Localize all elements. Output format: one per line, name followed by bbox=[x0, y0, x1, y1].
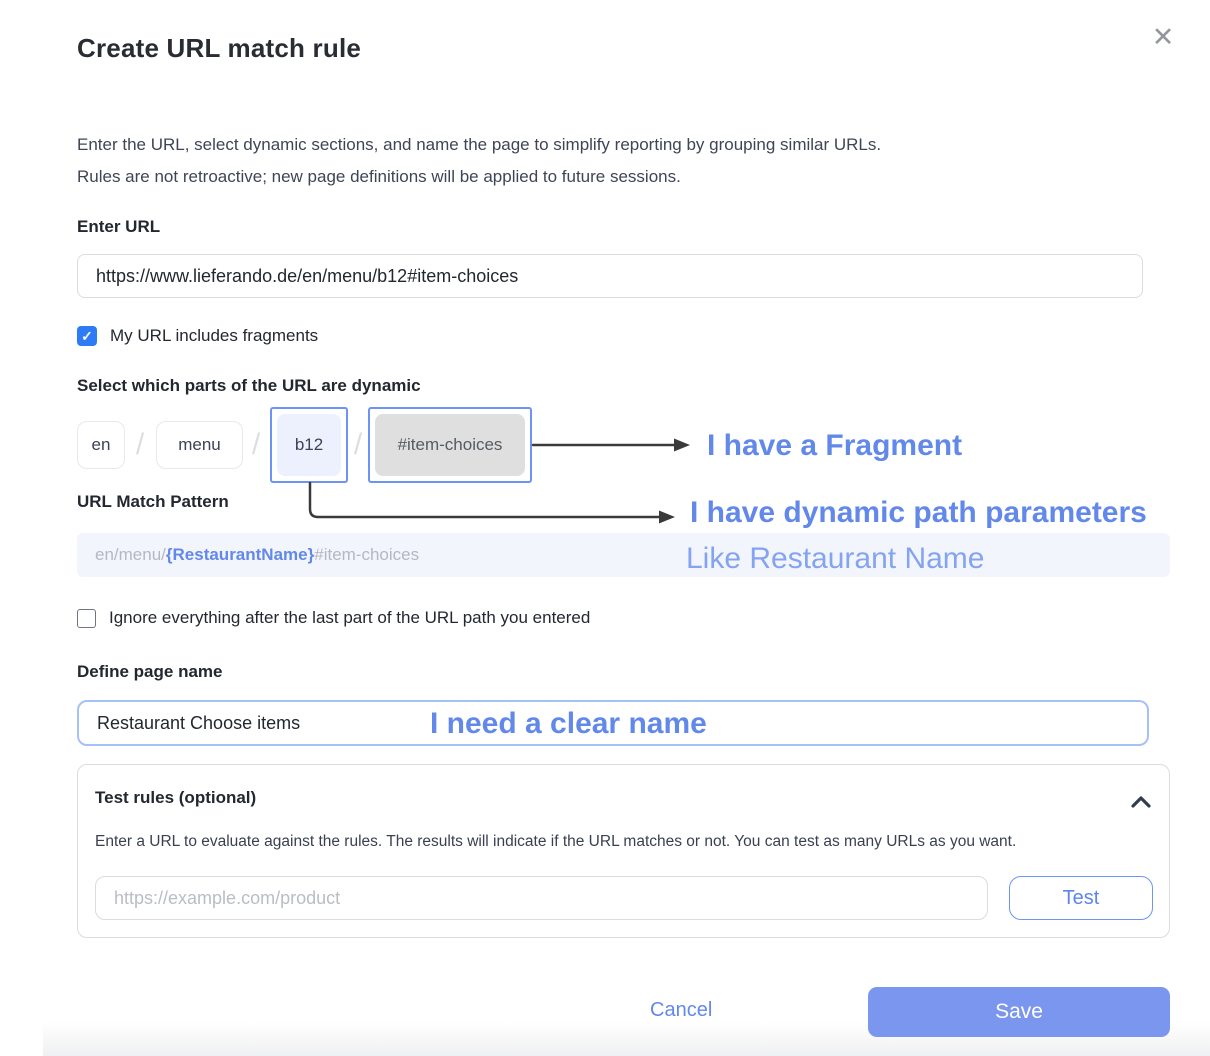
fragments-checkbox-label: My URL includes fragments bbox=[110, 326, 319, 345]
path-separator: / bbox=[353, 428, 363, 461]
description-line-2: Rules are not retroactive; new page defi… bbox=[77, 167, 681, 186]
annotation-clear-name: I need a clear name bbox=[430, 707, 707, 740]
pattern-prefix: en/menu/ bbox=[95, 545, 166, 564]
match-pattern-label: URL Match Pattern bbox=[77, 492, 229, 511]
modal-title: Create URL match rule bbox=[77, 33, 362, 63]
cancel-button[interactable]: Cancel bbox=[650, 999, 713, 1021]
save-button[interactable]: Save bbox=[868, 987, 1170, 1037]
enter-url-label: Enter URL bbox=[77, 217, 161, 236]
url-segment-item-choices: #item-choices bbox=[375, 414, 525, 476]
test-rules-description: Enter a URL to evaluate against the rule… bbox=[95, 833, 1017, 850]
fragments-checkbox[interactable]: ✓ bbox=[77, 326, 97, 346]
page-name-label: Define page name bbox=[77, 662, 223, 681]
annotation-dynamic-path-sub: Like Restaurant Name bbox=[686, 542, 985, 575]
pattern-dynamic-token: {RestaurantName} bbox=[165, 545, 315, 564]
annotation-fragment: I have a Fragment bbox=[707, 429, 963, 462]
url-segment-b12: b12 bbox=[277, 414, 341, 476]
test-url-input[interactable] bbox=[95, 876, 988, 920]
url-segment-menu[interactable]: menu bbox=[156, 421, 243, 469]
url-segment-fragment-selected[interactable]: #item-choices bbox=[368, 407, 532, 483]
dynamic-parts-label: Select which parts of the URL are dynami… bbox=[77, 376, 421, 395]
path-separator: / bbox=[135, 428, 145, 461]
fragments-checkbox-row: ✓ My URL includes fragments bbox=[77, 326, 318, 346]
ignore-checkbox-row: Ignore everything after the last part of… bbox=[77, 608, 590, 628]
test-rules-title: Test rules (optional) bbox=[95, 788, 257, 807]
ignore-checkbox[interactable] bbox=[77, 608, 96, 628]
chevron-up-icon[interactable] bbox=[1128, 793, 1154, 811]
modal-description: Enter the URL, select dynamic sections, … bbox=[77, 129, 881, 193]
url-segment-b12-selected[interactable]: b12 bbox=[270, 407, 348, 483]
description-line-1: Enter the URL, select dynamic sections, … bbox=[77, 135, 882, 154]
checkmark-icon: ✓ bbox=[81, 328, 93, 344]
test-button[interactable]: Test bbox=[1009, 876, 1153, 920]
url-input[interactable] bbox=[77, 254, 1143, 298]
path-separator: / bbox=[251, 428, 261, 461]
match-pattern-preview: en/menu/{RestaurantName}#item-choices bbox=[77, 533, 1170, 577]
ignore-checkbox-label: Ignore everything after the last part of… bbox=[109, 608, 591, 627]
url-segment-en[interactable]: en bbox=[77, 421, 125, 469]
pattern-suffix: #item-choices bbox=[314, 545, 420, 564]
close-icon[interactable]: ✕ bbox=[1140, 14, 1186, 60]
annotation-dynamic-path: I have dynamic path parameters bbox=[690, 496, 1147, 529]
page-name-input[interactable] bbox=[77, 700, 1149, 746]
